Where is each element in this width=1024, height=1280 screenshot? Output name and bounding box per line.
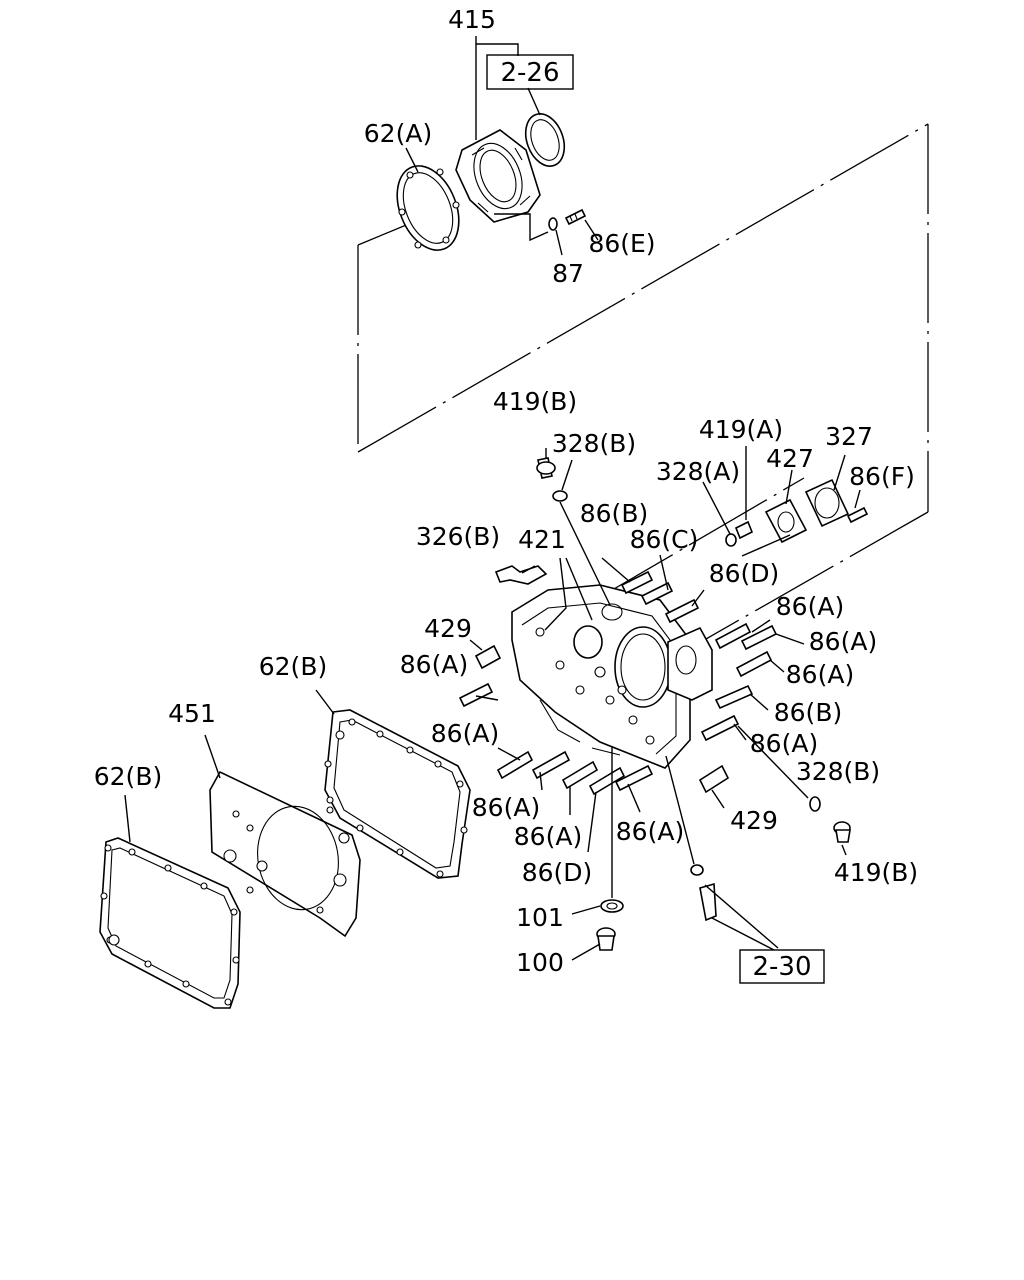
label-328a: 328(A) [656,457,740,486]
assembly-frame [357,123,929,656]
label-419b-bottom: 419(B) [834,858,918,887]
part-328b-bottom-ring [809,796,821,812]
ref-2-30-label: 2-30 [752,952,811,982]
part-sensor [690,864,717,922]
part-86f-bolt [846,506,869,524]
part-62b-mid-gasket [324,709,471,879]
label-327: 327 [825,422,873,451]
part-451-plate [209,770,361,938]
part-labels: 415 62(A) 86(E) 87 419(B) 328(B) 419(A) … [94,5,918,977]
part-415-housing [455,129,541,223]
leaders-lower [124,446,861,961]
bolts-86 [458,570,778,796]
part-419a-plug [734,520,754,540]
part-328b-top-ring [552,490,568,502]
label-62b-mid: 62(B) [259,652,327,681]
part-429-pins [474,644,730,794]
label-419a: 419(A) [699,415,783,444]
label-86a-b1: 86(A) [472,793,540,822]
part-419b-bottom-plug [833,821,851,843]
label-101: 101 [516,903,564,932]
label-86e: 86(E) [588,229,655,258]
leaders-top [405,36,599,256]
part-328a-ring [725,533,737,547]
label-427: 427 [766,444,814,473]
label-415: 415 [448,5,496,34]
label-451: 451 [168,699,216,728]
label-86a-b2: 86(A) [514,822,582,851]
label-328b-top: 328(B) [552,429,636,458]
ref-box-2-30[interactable]: 2-30 [739,949,825,984]
label-86b-right: 86(B) [774,698,842,727]
label-86a-left: 86(A) [400,650,468,679]
part-86e-bolt [564,208,587,226]
label-421: 421 [518,525,566,554]
part-100-plug [596,927,616,951]
label-86a-r2: 86(A) [809,627,877,656]
label-86a-r4: 86(A) [750,729,818,758]
label-86f: 86(F) [849,462,915,491]
label-62b-left: 62(B) [94,762,162,791]
part-seal-ring [524,113,566,167]
label-86a-r3: 86(A) [786,660,854,689]
label-328b-bottom: 328(B) [796,757,880,786]
label-86c: 86(C) [630,525,699,554]
label-86a-lower: 86(A) [431,719,499,748]
part-326b-pipe [494,565,548,585]
label-86d-right: 86(D) [709,559,780,588]
ref-2-26-label: 2-26 [500,58,559,88]
label-87: 87 [552,259,584,288]
label-326b: 326(B) [416,522,500,551]
label-429-right: 429 [730,806,778,835]
label-419b-top: 419(B) [493,387,577,416]
part-87-oring [548,217,558,231]
label-86d-bottom: 86(D) [522,858,593,887]
part-62b-left-gasket [99,837,241,1009]
part-101-washer [600,899,624,913]
label-62a: 62(A) [364,119,432,148]
label-86a-b3: 86(A) [616,817,684,846]
part-main-case [511,584,713,769]
label-100: 100 [516,948,564,977]
part-62a-gasket [396,165,460,251]
label-429-left: 429 [424,614,472,643]
ref-box-2-26[interactable]: 2-26 [486,54,574,90]
label-86a-r1: 86(A) [776,592,844,621]
part-327-cover [804,478,850,528]
part-427-gasket [764,498,808,544]
label-86b-top: 86(B) [580,499,648,528]
part-419b-top-plug [536,457,556,479]
